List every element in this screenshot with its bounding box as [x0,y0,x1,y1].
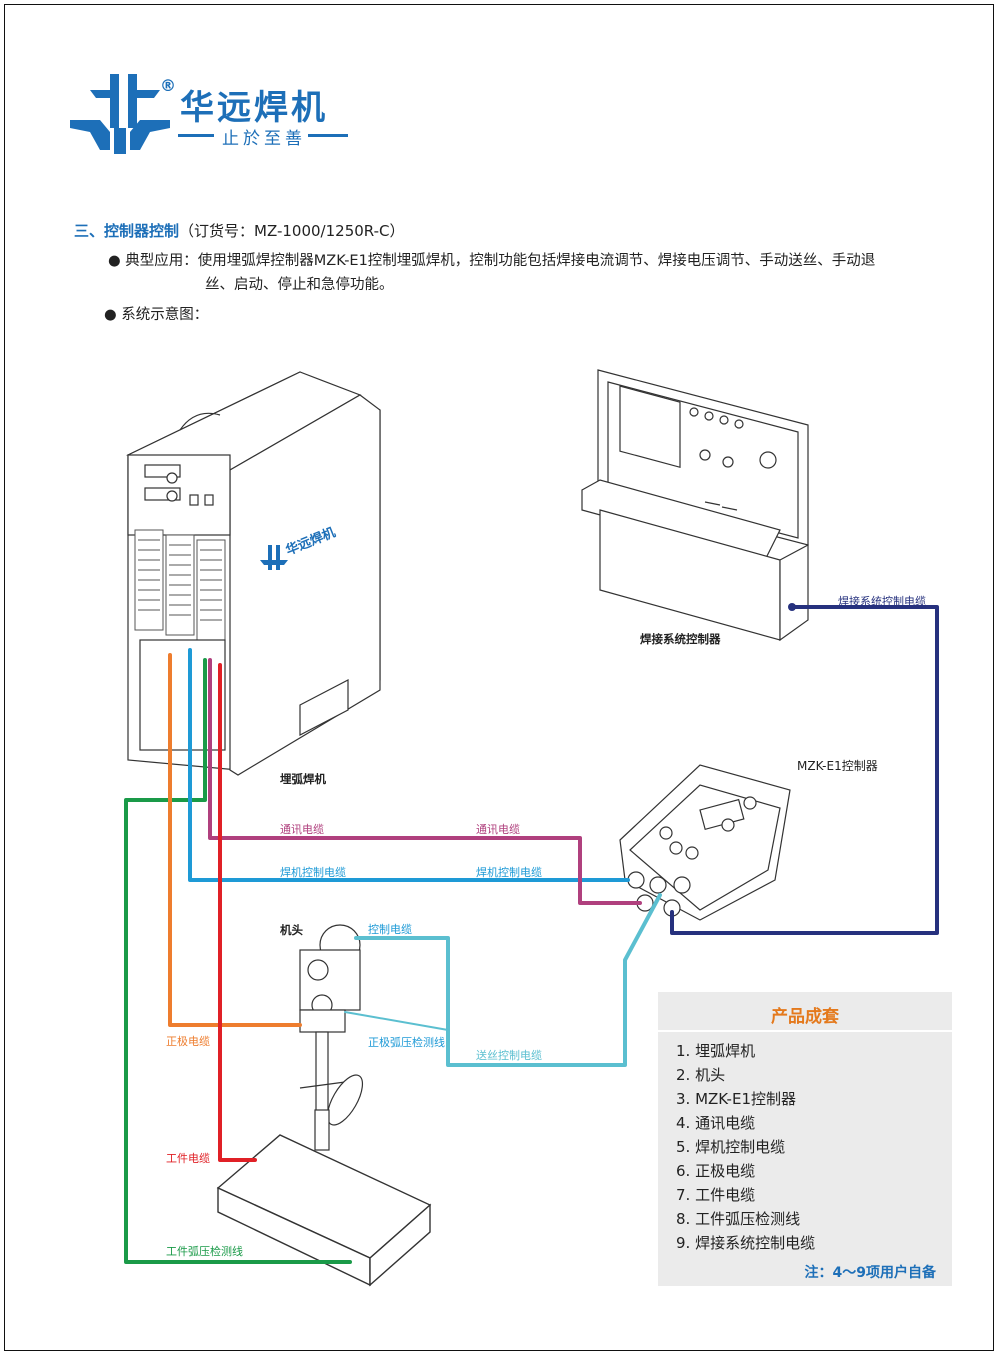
slogan-line-left [178,134,214,137]
label-positive: 正极电缆 [166,1035,210,1048]
application-line-2: 丝、启动、停止和急停功能。 [205,277,394,293]
cable-feed-control [354,893,662,1067]
welder-label: 埋弧焊机 [280,772,326,786]
cable-comm [208,658,642,905]
section-title: 三、控制器控制（订货号：MZ-1000/1250R-C） [74,220,405,241]
welding-head-icon [299,924,364,1151]
label-welder-ctrl-2: 焊机控制电缆 [476,866,542,879]
label-work-arc: 工件弧压检测线 [166,1245,243,1258]
mzk-controller-icon [619,764,791,921]
kit-title: 产品成套 [771,1007,839,1027]
head-label: 机头 [280,923,303,937]
label-system-ctrl: 焊接系统控制电缆 [838,595,926,608]
welding-machine-icon [125,371,381,776]
label-welder-ctrl-1: 焊机控制电缆 [280,866,346,879]
diagram-caption: ● 系统示意图： [104,307,209,323]
cable-arc-detect [344,1011,449,1031]
machine-logo-icon [260,545,288,570]
product-kit-box: 产品成套 1. 埋弧焊机 2. 机头 3. MZK-E1控制器 4. 通讯电缆 … [658,992,952,1286]
control-panel-icon [581,369,809,642]
kit-item: 4. 通讯电缆 [676,1114,756,1132]
kit-item: 5. 焊机控制电缆 [676,1138,786,1156]
cable-welder-control [188,648,630,882]
brand-logo-icon [70,74,170,154]
kit-item: 6. 正极电缆 [676,1162,756,1180]
section-number-title: 三、控制器控制 [74,222,180,240]
label-arc-detect: 正极弧压检测线 [368,1036,445,1049]
brand-name: 华远焊机 [180,88,328,128]
label-work: 工件电缆 [166,1152,210,1165]
registered-mark: ® [160,76,176,95]
cable-positive [168,653,302,1027]
application-line-1: ● 典型应用：使用埋弧焊控制器MZK-E1控制埋弧焊机，控制功能包括焊接电流调节… [108,253,876,269]
kit-item: 1. 埋弧焊机 [676,1042,756,1060]
label-feed-ctrl: 送丝控制电缆 [476,1049,542,1062]
kit-item: 2. 机头 [676,1066,726,1084]
label-ctrl-cable: 控制电缆 [368,923,412,936]
order-number: （订货号：MZ-1000/1250R-C） [179,222,405,240]
label-comm-cable-2: 通讯电缆 [476,823,520,836]
kit-note: 注：4～9项用户自备 [804,1265,936,1281]
kit-divider [658,1030,952,1032]
kit-item: 9. 焊接系统控制电缆 [676,1234,816,1252]
panel-label: 焊接系统控制器 [640,632,721,646]
kit-item: 3. MZK-E1控制器 [676,1090,796,1108]
cable-work-arc-detect [124,658,352,1264]
cable-system-control [670,605,939,935]
slogan-line-right [308,134,348,137]
kit-item: 8. 工件弧压检测线 [676,1210,801,1228]
label-comm-cable-1: 通讯电缆 [280,823,324,836]
cable-work [218,663,257,1162]
kit-item: 7. 工件电缆 [676,1186,756,1204]
page-border [4,4,994,1351]
brand-slogan: 止於至善 [222,129,306,149]
controller-label: MZK-E1控制器 [797,759,878,773]
